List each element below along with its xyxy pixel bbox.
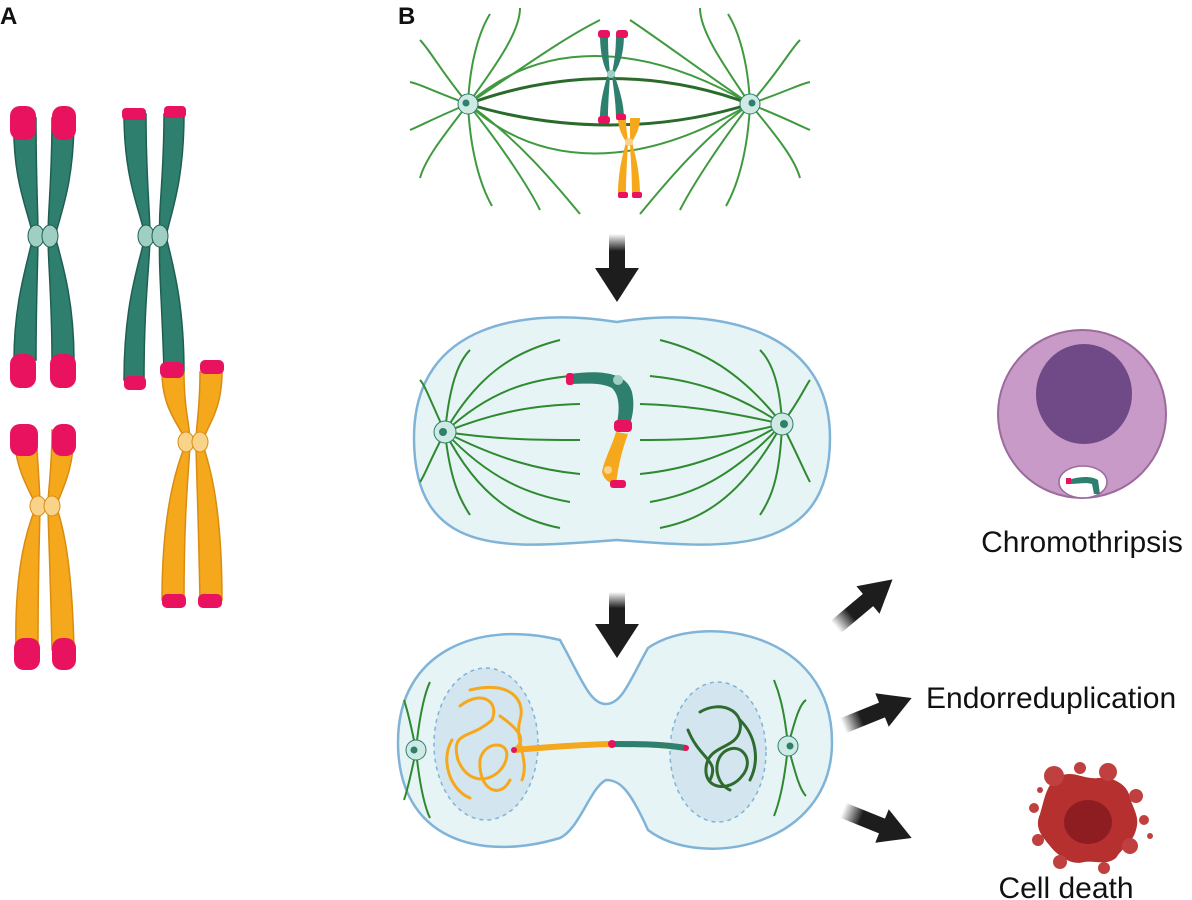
spindle-pole-icon [433,420,457,444]
outcome-cell-death: Cell death [998,872,1133,900]
metaphase-spindle [409,7,811,215]
spindle-pole-icon [457,93,479,115]
chromosome-icon [160,360,224,608]
micronucleus-cell [997,329,1167,499]
spindle-pole-icon [405,739,427,761]
micronucleus-icon [1058,465,1108,499]
arrow-diagonal-icon [830,579,893,634]
arrow-down-icon [595,234,639,302]
chromosome-icon [10,106,76,388]
spindle-pole-icon [739,93,761,115]
chromosome-icon [616,114,642,198]
anaphase-cell [412,316,832,546]
panel-label-a: A [0,3,17,30]
dead-cell-icon [1029,762,1153,874]
spindle-pole-icon [770,412,794,436]
chromosome-icon [10,424,76,670]
spindle-pole-icon [777,735,799,757]
chromosome-icon [566,372,634,488]
chromosome-icon [598,30,628,124]
arrow-diagonal-icon [840,802,912,843]
arrow-diagonal-icon [840,693,912,734]
outcome-endoreduplication: Endorreduplication [926,682,1176,715]
outcome-chromothripsis: Chromothripsis [981,526,1183,559]
arrow-down-icon [595,592,639,658]
panel-a [10,106,224,670]
telophase-cell [396,630,834,850]
chromosome-icon [122,106,186,390]
panel-label-b: B [398,3,415,30]
